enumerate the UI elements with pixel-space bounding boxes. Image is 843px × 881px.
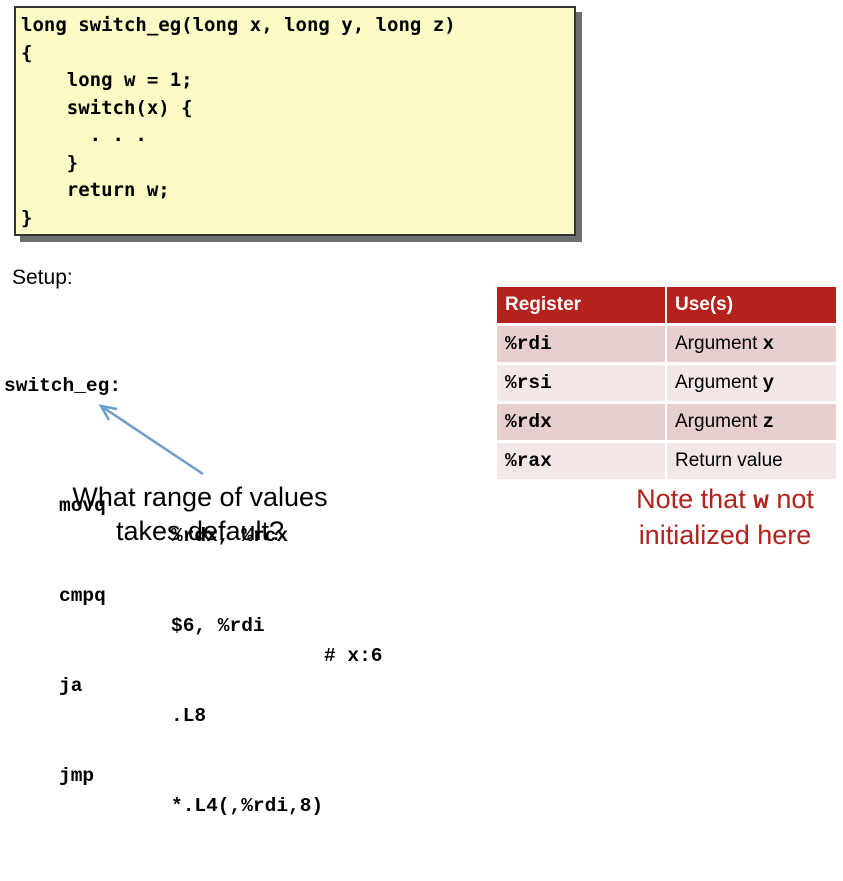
asm-args: .L8 xyxy=(171,705,207,727)
asm-line: movq %rdx, %rcx xyxy=(4,461,288,547)
asm-line: cmpq $6, %rdi # x:6 xyxy=(4,551,383,667)
code-line: return w; xyxy=(21,179,170,201)
use-text: Argument xyxy=(675,372,763,393)
note-prefix: Note that xyxy=(636,484,754,514)
note-line: Note that w not xyxy=(600,482,843,518)
assembly-listing: switch_eg: movq %rdx, %rcx cmpq $6, %rdi… xyxy=(4,311,383,817)
question-text: What range of values takes default? xyxy=(50,480,350,548)
table-row: %rdi Argument x xyxy=(497,323,838,364)
code-line: { xyxy=(21,41,33,64)
question-line: What range of values xyxy=(72,482,328,512)
asm-op: movq xyxy=(59,495,106,517)
use-var: z xyxy=(762,411,775,433)
note-text: Note that w not initialized here xyxy=(600,482,843,552)
register-use: Argument x xyxy=(666,323,838,364)
asm-args: %rdx, %rcx xyxy=(171,525,289,547)
asm-op: jmp xyxy=(59,765,95,787)
use-var: y xyxy=(762,372,775,394)
asm-args: $6, %rdi xyxy=(171,615,265,637)
register-use: Return value xyxy=(666,440,838,479)
asm-function-label: switch_eg: xyxy=(4,375,122,397)
asm-op: cmpq xyxy=(59,585,106,607)
table-row: %rax Return value xyxy=(497,440,838,479)
note-line: initialized here xyxy=(638,520,812,550)
code-line: switch(x) { xyxy=(21,96,193,119)
asm-line: jmp *.L4(,%rdi,8) xyxy=(4,731,323,817)
arrow-icon xyxy=(98,404,204,476)
register-table: Register Use(s) %rdi Argument x %rsi Arg… xyxy=(497,287,838,479)
register-name: %rax xyxy=(497,440,667,479)
table-row: %rdx Argument z xyxy=(497,401,838,442)
register-name: %rsi xyxy=(497,362,667,403)
code-line: } xyxy=(21,151,79,174)
asm-comment: # x:6 xyxy=(324,645,383,667)
note-var: w xyxy=(753,486,769,516)
header-register: Register xyxy=(497,287,667,325)
use-text: Argument xyxy=(675,411,763,432)
use-text: Argument xyxy=(675,333,763,354)
header-uses: Use(s) xyxy=(666,287,838,325)
code-line: long w = 1; xyxy=(21,69,193,91)
register-name: %rdi xyxy=(497,323,667,364)
register-name: %rdx xyxy=(497,401,667,442)
asm-args: *.L4(,%rdi,8) xyxy=(171,795,324,817)
note-suffix: not xyxy=(768,484,814,514)
c-code-box: long switch_eg(long x, long y, long z) {… xyxy=(14,6,576,236)
use-text: Return value xyxy=(675,450,783,471)
code-line: } xyxy=(21,206,33,229)
code-line: long switch_eg(long x, long y, long z) xyxy=(21,14,456,36)
c-code: long switch_eg(long x, long y, long z) {… xyxy=(21,12,574,232)
asm-line: ja .L8 xyxy=(4,641,206,727)
setup-label: Setup: xyxy=(12,266,73,289)
use-var: x xyxy=(762,333,775,355)
register-use: Argument y xyxy=(666,362,838,403)
code-line: . . . xyxy=(21,124,147,146)
register-use: Argument z xyxy=(666,401,838,442)
asm-op: ja xyxy=(59,675,83,697)
table-header-row: Register Use(s) xyxy=(497,287,838,325)
table-row: %rsi Argument y xyxy=(497,362,838,403)
question-line: takes default? xyxy=(115,516,285,546)
